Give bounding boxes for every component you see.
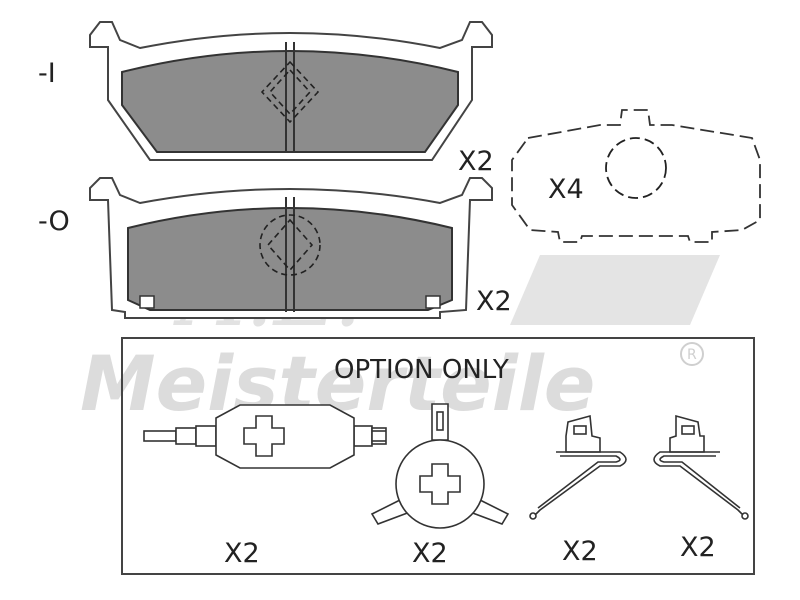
outer-pad-wear-indicator-outline — [259, 214, 321, 276]
wear-clip-right-quantity: X2 — [680, 532, 716, 563]
wear-clip-left — [529, 414, 627, 520]
inner-pad-quantity: X2 — [458, 146, 494, 177]
option-box — [121, 337, 755, 575]
outer-pad-marker: -O — [38, 206, 70, 237]
spring-clip-body — [215, 404, 355, 469]
outer-brake-pad — [89, 177, 493, 319]
wear-clip-left-quantity: X2 — [562, 536, 598, 567]
anti-rattle-cross-cutout-icon — [419, 463, 461, 505]
watermark-stripes-logo — [510, 255, 720, 325]
spring-clip-cross-cutout-icon — [243, 415, 285, 457]
option-box-title: OPTION ONLY — [334, 355, 509, 385]
inner-pad-marker: -I — [38, 58, 56, 89]
shim-quantity: X4 — [548, 174, 584, 205]
inner-pad-wear-indicator-outline — [260, 60, 320, 124]
outer-pad-friction-material — [127, 207, 453, 311]
outer-pad-right-tab — [425, 295, 441, 309]
inner-brake-pad — [89, 21, 493, 161]
spring-clip — [143, 404, 387, 469]
wear-clip-right — [653, 414, 749, 520]
shim-hole-icon — [605, 137, 667, 199]
shim-outline — [511, 109, 761, 243]
registered-mark-icon — [680, 342, 704, 366]
anti-noise-shim — [511, 109, 761, 243]
outer-pad-quantity: X2 — [476, 286, 512, 317]
anti-rattle-spring — [370, 403, 510, 529]
spring-clip-quantity: X2 — [224, 538, 260, 569]
inner-pad-friction-material — [121, 50, 459, 153]
anti-rattle-quantity: X2 — [412, 538, 448, 569]
registered-mark-letter: R — [687, 347, 697, 363]
outer-pad-left-tab — [139, 295, 155, 309]
